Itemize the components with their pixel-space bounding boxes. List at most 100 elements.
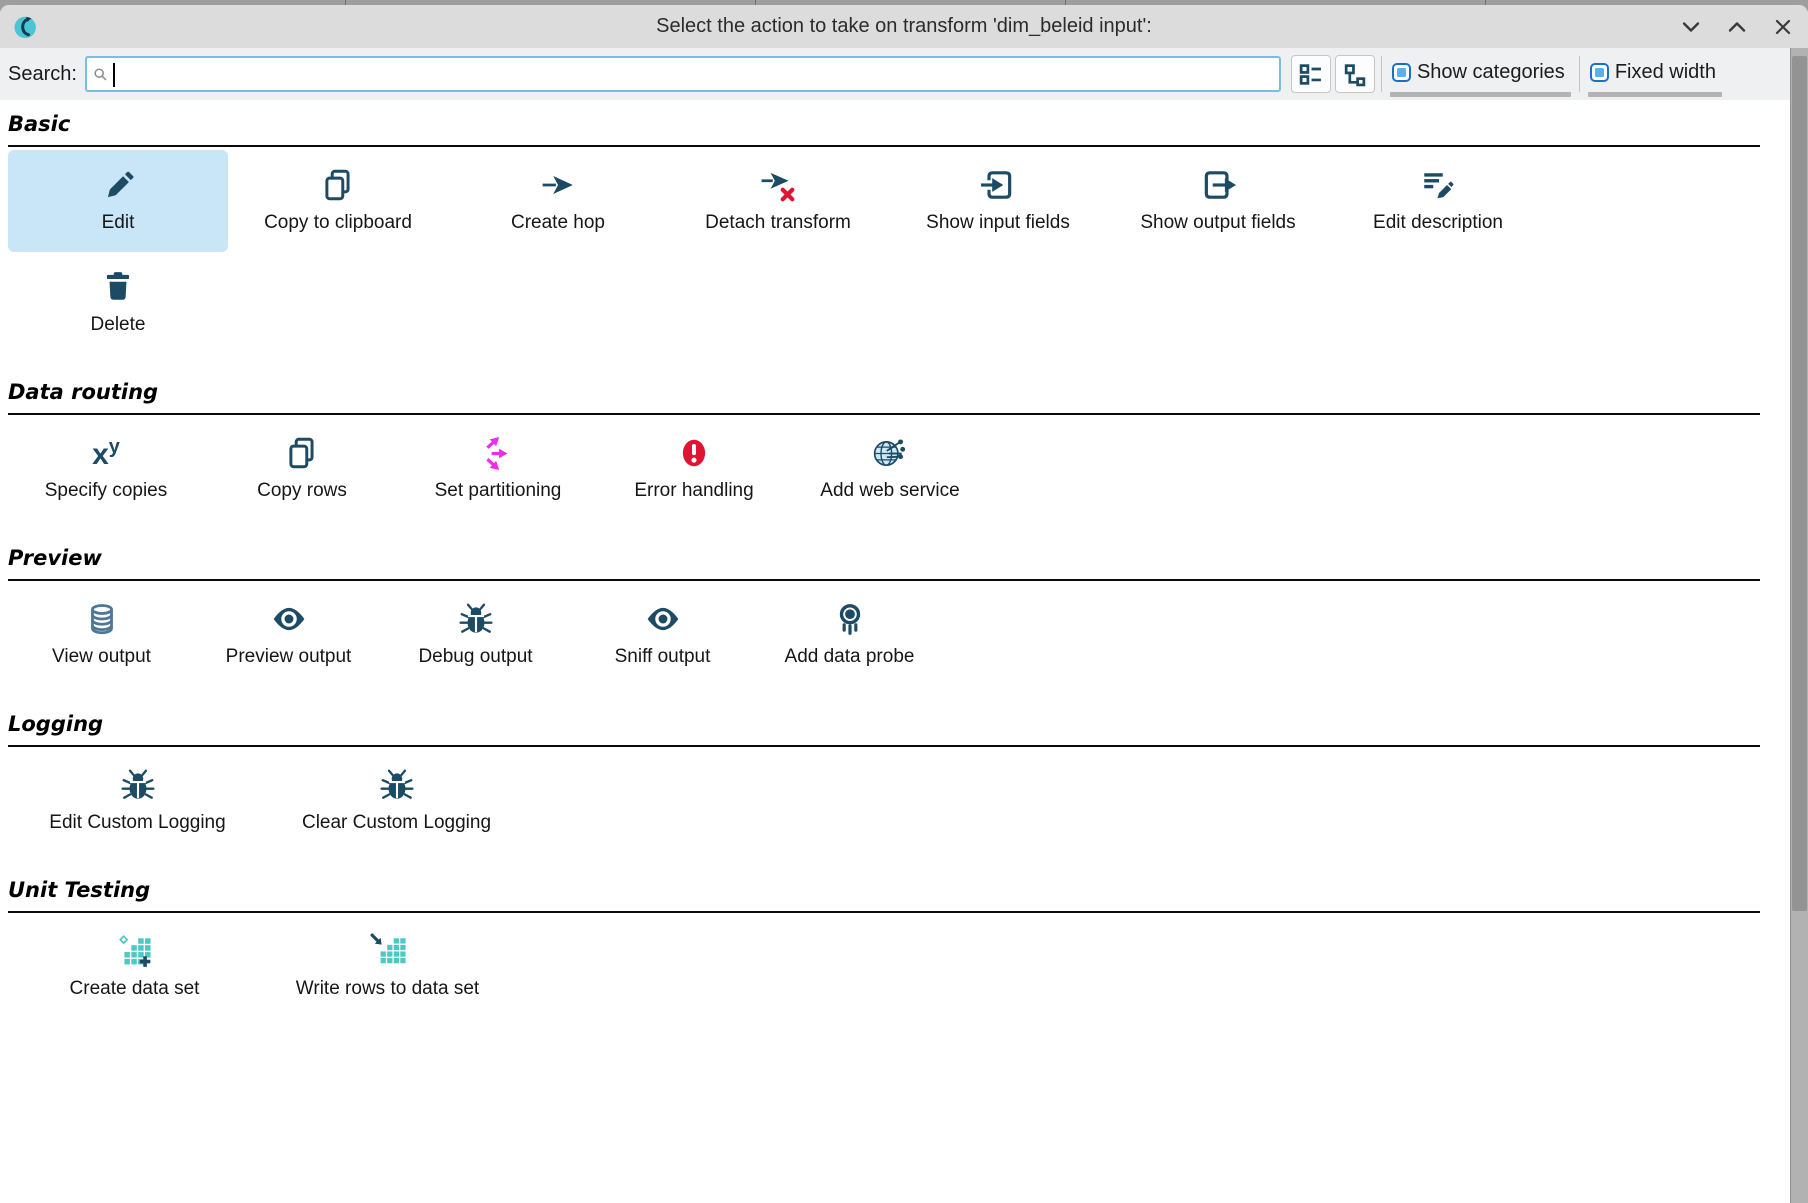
action-label: Show output fields (1140, 212, 1296, 233)
copy-icon (284, 428, 320, 478)
action-label: Add web service (820, 480, 960, 501)
action-edit-custom-logging[interactable]: Edit Custom Logging (8, 750, 267, 852)
action-debug-output[interactable]: Debug output (382, 584, 569, 686)
action-label: Preview output (225, 646, 352, 667)
toolbar: Search: (0, 48, 1790, 100)
text-caret (112, 63, 115, 87)
search-field[interactable] (84, 56, 1281, 92)
action-label: Sniff output (614, 646, 711, 667)
scrollbar-thumb[interactable] (1792, 56, 1807, 911)
data-probe-icon (832, 594, 868, 644)
action-label: Edit Custom Logging (49, 812, 226, 833)
checkbox-checked-icon (1391, 62, 1411, 82)
detach-transform-icon (760, 160, 796, 210)
action-edit-description[interactable]: Edit description (1328, 150, 1548, 252)
chevron-up-icon[interactable] (1726, 16, 1748, 38)
search-input[interactable] (107, 58, 1279, 90)
section-divider (8, 145, 1760, 147)
edit-description-icon (1420, 160, 1456, 210)
action-delete[interactable]: Delete (8, 252, 228, 354)
titlebar: Select the action to take on transform '… (0, 5, 1808, 48)
action-view-output[interactable]: View output (8, 584, 195, 686)
checkbox-checked-icon (1589, 62, 1609, 82)
section-basic: Basic Edit Copy to clipboard Create hop … (8, 110, 1760, 354)
vertical-scrollbar[interactable] (1790, 48, 1808, 1203)
action-copy-to-clipboard[interactable]: Copy to clipboard (228, 150, 448, 252)
fixed-width-label: Fixed width (1614, 60, 1716, 83)
action-label: Copy rows (257, 480, 347, 501)
action-label: Create hop (510, 212, 605, 233)
window-controls (1680, 5, 1794, 48)
delete-icon (100, 262, 136, 312)
section-header: Preview (8, 546, 102, 570)
action-show-input-fields[interactable]: Show input fields (888, 150, 1108, 252)
create-hop-icon (540, 160, 576, 210)
action-set-partitioning[interactable]: Set partitioning (400, 418, 596, 520)
specify-copies-icon: xy (92, 436, 120, 471)
action-detach-transform[interactable]: Detach transform (668, 150, 888, 252)
set-partitioning-icon (480, 428, 516, 478)
debug-icon (458, 594, 494, 644)
section-header: Basic (8, 112, 71, 136)
tree-view-icon (1345, 63, 1366, 86)
section-divider (8, 413, 1760, 415)
action-label: Create data set (69, 978, 200, 999)
error-handling-icon (676, 428, 712, 478)
action-label: Set partitioning (434, 480, 562, 501)
action-preview-output[interactable]: Preview output (195, 584, 382, 686)
fixed-width-toggle[interactable]: Fixed width (1586, 48, 1724, 100)
debug-icon (379, 760, 415, 810)
view-mode-buttons (1290, 48, 1375, 100)
toolbar-separator (1578, 56, 1580, 92)
section-divider (8, 579, 1760, 581)
action-error-handling[interactable]: Error handling (596, 418, 792, 520)
action-create-hop[interactable]: Create hop (448, 150, 668, 252)
action-write-rows-to-data-set[interactable]: Write rows to data set (261, 916, 514, 1018)
action-label: Clear Custom Logging (301, 812, 492, 833)
action-create-data-set[interactable]: Create data set (8, 916, 261, 1018)
action-label: Edit (101, 212, 135, 233)
action-sniff-output[interactable]: Sniff output (569, 584, 756, 686)
action-copy-rows[interactable]: Copy rows (204, 418, 400, 520)
tree-view-button[interactable] (1334, 55, 1375, 93)
web-service-icon (872, 428, 908, 478)
chevron-down-icon[interactable] (1680, 16, 1702, 38)
action-add-web-service[interactable]: Add web service (792, 418, 988, 520)
action-label: Specify copies (44, 480, 168, 501)
action-label: Copy to clipboard (264, 212, 412, 233)
action-label: Write rows to data set (295, 978, 480, 999)
action-label: View output (52, 646, 151, 667)
list-view-button[interactable] (1290, 55, 1331, 93)
edit-icon (100, 160, 136, 210)
section-divider (8, 745, 1760, 747)
background-window-edge (0, 0, 1808, 5)
close-icon[interactable] (1772, 16, 1794, 38)
action-label: Delete (90, 314, 146, 335)
action-clear-custom-logging[interactable]: Clear Custom Logging (267, 750, 526, 852)
debug-icon (120, 760, 156, 810)
section-divider (8, 911, 1760, 913)
view-output-icon (84, 594, 120, 644)
search-label: Search: (8, 62, 77, 85)
section-preview: Preview View output Preview output Debug… (8, 544, 1760, 686)
action-edit[interactable]: Edit (8, 150, 228, 252)
toolbar-separator (1380, 56, 1382, 92)
action-label: Show input fields (926, 212, 1070, 233)
section-logging: Logging Edit Custom Logging Clear Custom… (8, 710, 1760, 852)
create-data-set-icon (117, 926, 153, 976)
action-label: Add data probe (784, 646, 915, 667)
section-header: Logging (8, 712, 104, 736)
write-data-set-icon (370, 926, 406, 976)
action-dialog: Select the action to take on transform '… (0, 5, 1808, 1203)
hop-logo-icon (14, 16, 36, 38)
copy-icon (320, 160, 356, 210)
show-categories-toggle[interactable]: Show categories (1388, 48, 1573, 100)
action-show-output-fields[interactable]: Show output fields (1108, 150, 1328, 252)
eye-icon (271, 594, 307, 644)
action-label: Edit description (1373, 212, 1503, 233)
sections: Basic Edit Copy to clipboard Create hop … (0, 100, 1790, 1203)
action-add-data-probe[interactable]: Add data probe (756, 584, 943, 686)
action-label: Error handling (634, 480, 754, 501)
